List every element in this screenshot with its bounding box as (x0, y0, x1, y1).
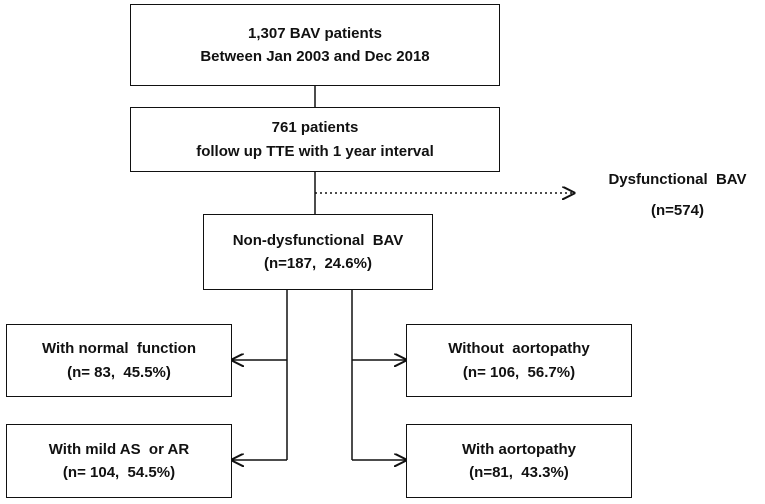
box-with-aorto-line2: (n=81, 43.3%) (469, 464, 569, 481)
box-normal-line1: With normal function (41, 340, 196, 358)
box-followup-line2: follow up TTE with 1 year interval (196, 142, 434, 160)
box-total-line2: Between Jan 2003 and Dec 2018 (200, 48, 430, 65)
box-normal-function: With normal function (n= 83, 45.5%) (6, 324, 232, 397)
box-followup-line1: 761 patients (271, 119, 359, 137)
box-without-aortopathy: Without aortopathy (n= 106, 56.7%) (406, 324, 632, 397)
box-mild-as-ar: With mild AS or AR (n= 104, 54.5%) (6, 424, 232, 498)
box-with-aorto-line1: With aortopathy (461, 440, 577, 458)
box-with-aortopathy: With aortopathy (n=81, 43.3%) (406, 424, 632, 498)
box-normal-line2: (n= 83, 45.5%) (67, 363, 171, 381)
box-mild-line1: With mild AS or AR (48, 440, 190, 458)
box-without-aorto-line1: Without aortopathy (448, 340, 590, 358)
box-without-aorto-line2: (n= 106, 56.7%) (462, 363, 576, 381)
excluded-line2: (n=574) (651, 202, 704, 220)
box-nondys-line2: (n=187, 24.6%) (264, 255, 372, 272)
box-mild-line2: (n= 104, 54.5%) (62, 464, 176, 481)
box-non-dysfunctional: Non-dysfunctional BAV (n=187, 24.6%) (203, 214, 433, 290)
box-total-patients: 1,307 BAV patients Between Jan 2003 and … (130, 4, 500, 86)
box-followup-patients: 761 patients follow up TTE with 1 year i… (130, 107, 500, 172)
box-nondys-line1: Non-dysfunctional BAV (232, 231, 404, 249)
excluded-line1: Dysfunctional BAV (608, 171, 747, 188)
excluded-dysfunctional-label: Dysfunctional BAV (n=574) (590, 168, 765, 223)
box-total-line1: 1,307 BAV patients (248, 24, 382, 42)
